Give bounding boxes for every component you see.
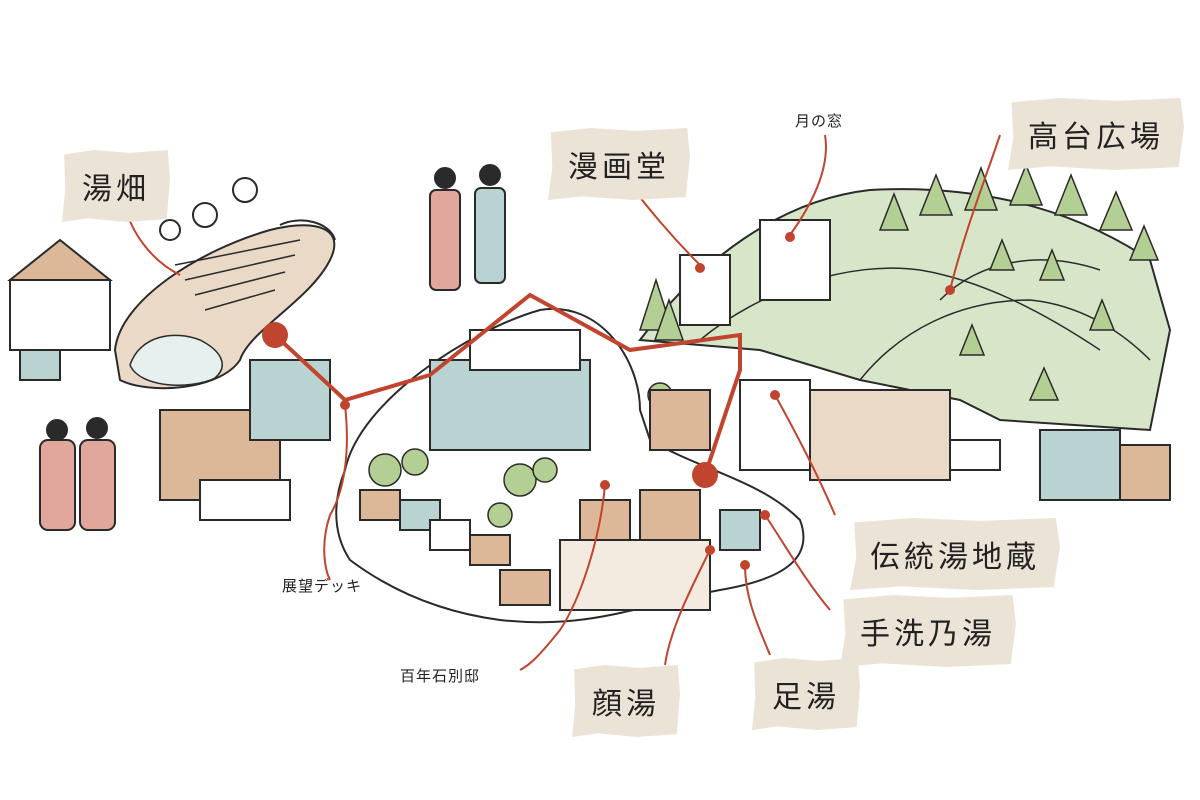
leader-lines [124,134,1001,671]
hill-contour [939,259,1101,301]
route-point [262,322,288,348]
label-tenbou-deck[interactable]: 展望デッキ [282,577,363,595]
people-illustration [39,164,506,531]
label-tsuki-no-mado[interactable]: 月の窓 [795,112,844,130]
label-kao-yu[interactable]: 顔湯 [572,665,680,737]
trees [368,162,1160,528]
label-dentou-yu-jizo[interactable]: 伝統湯地蔵 [850,518,1060,590]
route-point [692,462,718,488]
label-manga-do[interactable]: 漫画堂 [548,128,690,200]
label-takadai-hiroba[interactable]: 高台広場 [1008,98,1184,170]
walking-route [273,292,742,476]
leader-dots [340,232,955,570]
hill-contour [859,299,1151,381]
label-tearai-no-yu[interactable]: 手洗乃湯 [840,595,1016,667]
yubatake-area [113,177,336,390]
label-ashi-yu[interactable]: 足湯 [752,658,860,730]
label-hyakunen-sekkoubu[interactable]: 百年石別邸 [400,667,481,685]
label-yubatake[interactable]: 湯畑 [62,150,170,222]
